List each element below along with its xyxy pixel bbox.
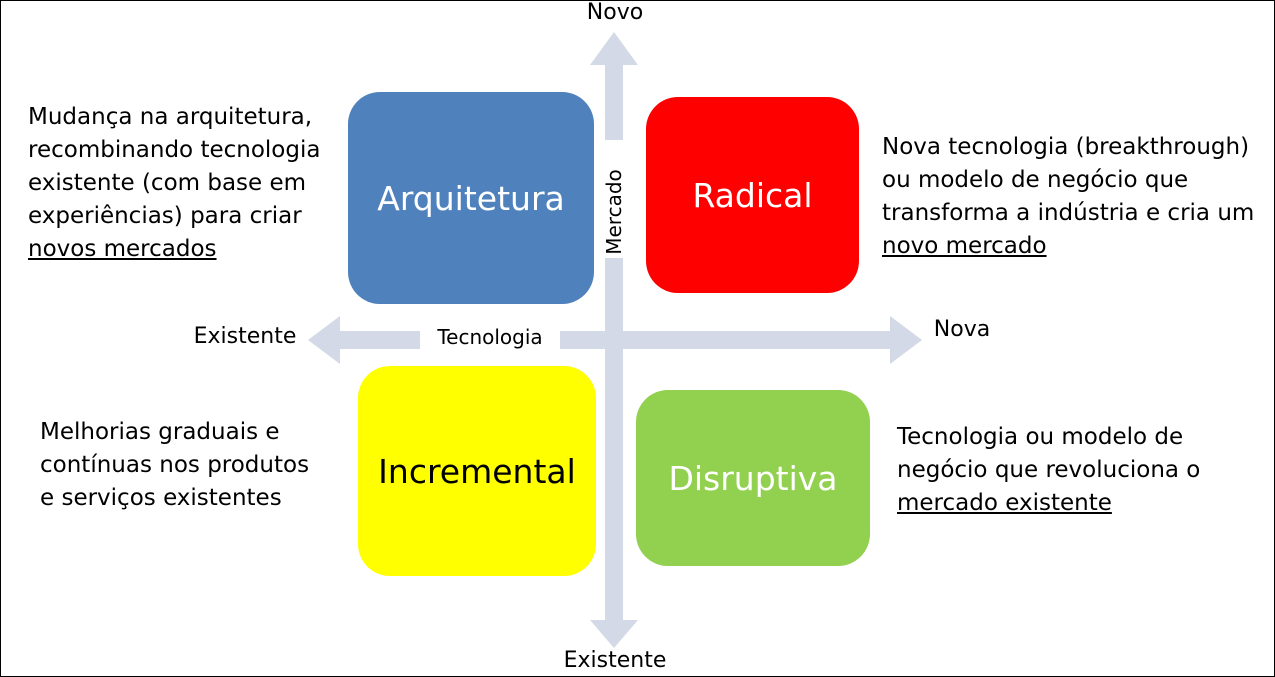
quadrant-radical: Radical <box>646 97 859 293</box>
desc-line: Mudança na arquitetura, <box>28 104 313 130</box>
desc-line: Tecnologia ou modelo de <box>897 424 1184 450</box>
axis-bottom-label: Existente <box>563 648 667 673</box>
axis-top-label: Novo <box>586 0 644 25</box>
arrow-right <box>890 316 922 364</box>
axis-horizontal-name: Tecnologia <box>437 325 543 349</box>
arrow-left <box>308 316 340 364</box>
desc-line: e serviços existentes <box>40 485 282 511</box>
desc-line: negócio que revoluciona o <box>897 457 1201 483</box>
desc-line: recombinando tecnologia <box>28 137 321 163</box>
desc-line: Melhorias graduais e <box>40 419 280 445</box>
desc-disruptiva: Tecnologia ou modelo de negócio que revo… <box>897 421 1200 520</box>
desc-line: Nova tecnologia (breakthrough) <box>882 134 1250 160</box>
axis-right-label: Nova <box>933 317 991 342</box>
axis-vertical-name: Mercado <box>602 169 626 255</box>
quadrant-incremental: Incremental <box>358 366 596 576</box>
arrow-up <box>590 32 638 65</box>
quadrant-disruptiva-label: Disruptiva <box>668 458 838 498</box>
desc-underlined: novos mercados <box>28 236 217 262</box>
arrow-down <box>590 620 638 648</box>
desc-underlined: mercado existente <box>897 490 1112 516</box>
desc-line: transforma a indústria e cria um <box>882 200 1255 226</box>
desc-arquitetura: Mudança na arquitetura, recombinando tec… <box>28 101 320 266</box>
quadrant-radical-label: Radical <box>692 175 813 215</box>
desc-line: existente (com base em <box>28 170 307 196</box>
quadrant-incremental-label: Incremental <box>378 451 576 491</box>
horizontal-name-bg <box>420 322 560 354</box>
desc-line: ou modelo de negócio que <box>882 167 1189 193</box>
desc-line: experiências) para criar <box>28 203 302 229</box>
desc-radical: Nova tecnologia (breakthrough) ou modelo… <box>882 131 1254 263</box>
desc-line: contínuas nos produtos <box>40 452 310 478</box>
axis-left-label: Existente <box>193 324 297 349</box>
desc-underlined: novo mercado <box>882 233 1047 259</box>
vertical-name-bg <box>598 140 630 258</box>
desc-incremental: Melhorias graduais e contínuas nos produ… <box>40 416 309 515</box>
quadrant-arquitetura-label: Arquitetura <box>377 178 565 218</box>
quadrant-arquitetura: Arquitetura <box>348 92 594 304</box>
quadrant-disruptiva: Disruptiva <box>636 390 870 566</box>
